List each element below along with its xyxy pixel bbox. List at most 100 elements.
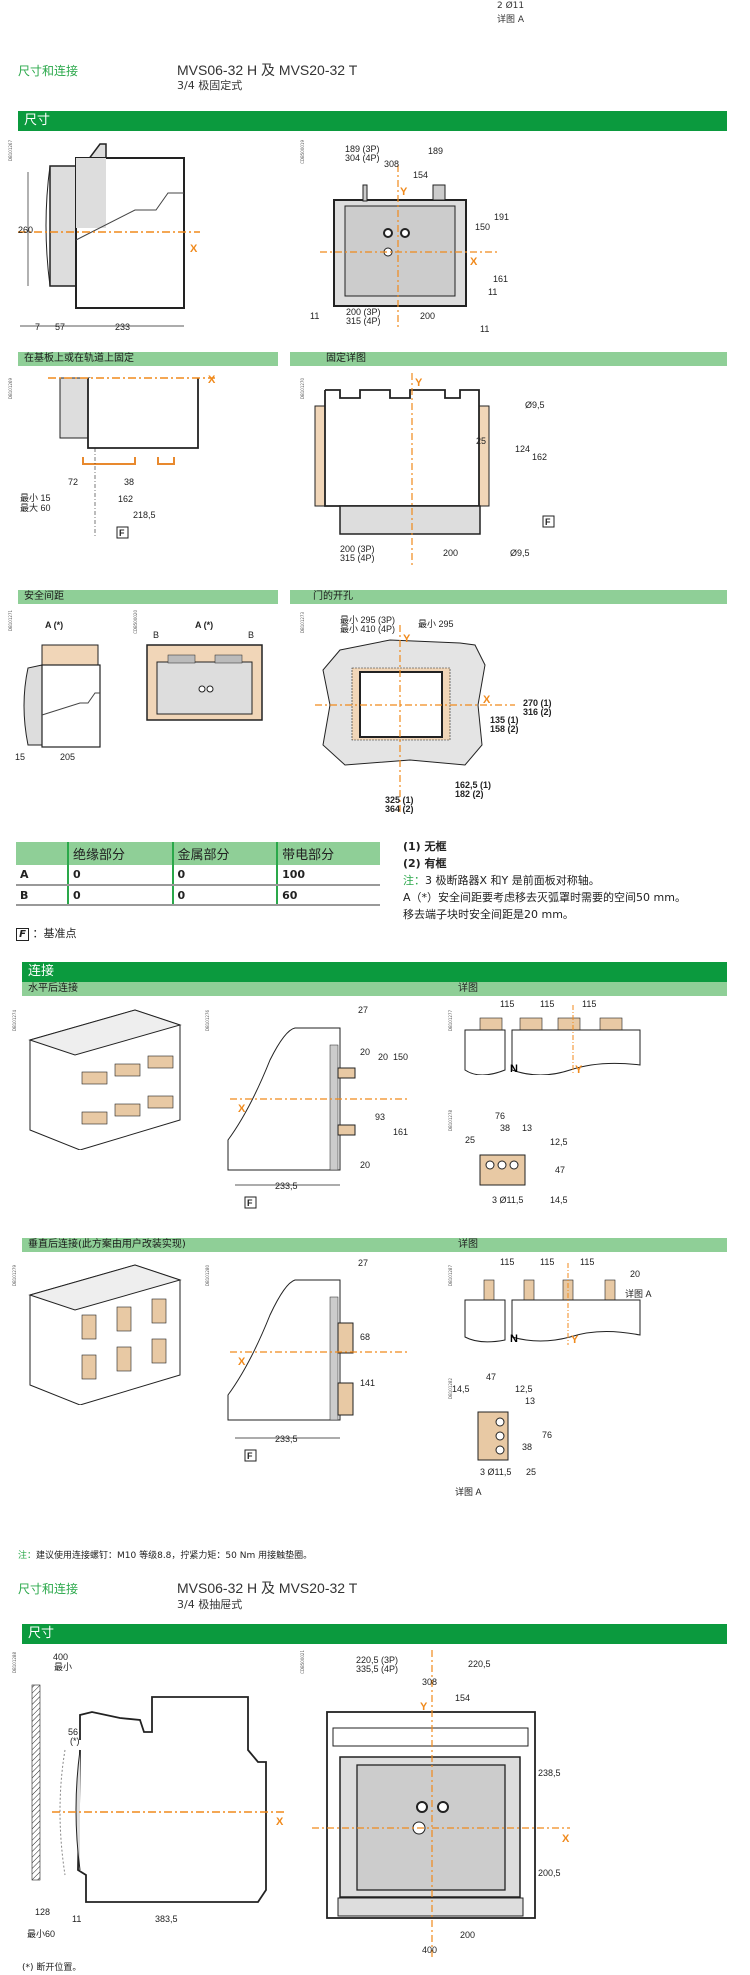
table-row: B 0 0 60 xyxy=(16,885,380,906)
figure-horizontal-top: 115 115 115 N Y xyxy=(464,1000,641,1075)
drawing-stroke xyxy=(114,1063,141,1077)
dim-label: 25 xyxy=(476,436,486,446)
callout-detail-a: 详图 A xyxy=(625,1288,652,1299)
figure-mounting: X 72 38 最小 15 最大 60 162 218,5 F xyxy=(20,374,216,539)
dim-label: B xyxy=(153,630,159,640)
drawing-stroke xyxy=(495,1417,505,1427)
band-horizontal-connection: 水平后连接 xyxy=(22,982,727,996)
dim-label: 233 xyxy=(115,322,130,332)
note-3: 注：3 极断路器X 和Y 是前面板对称轴。 xyxy=(403,874,600,887)
drawing-stroke xyxy=(116,1346,132,1372)
drawing-stroke xyxy=(523,1279,535,1303)
band-dimensions: 尺寸 xyxy=(18,111,727,131)
dim-label: 20 xyxy=(360,1160,370,1170)
dim-label: 200 xyxy=(443,548,458,558)
footnote-disconnected: (*) 断开位置。 xyxy=(22,1963,82,1973)
band-horizontal-detail: 详图 xyxy=(458,983,478,994)
table-cell: B xyxy=(16,885,68,906)
dim-label: 154 xyxy=(455,1693,470,1703)
dim-label: 220,5 xyxy=(468,1659,491,1669)
figure-mounting-detail: Y Ø9,5 25 124 162 200 (3P) 315 (4P) 200 … xyxy=(314,373,555,568)
dim-label: 11 xyxy=(310,311,319,321)
axis-y-label: Y xyxy=(575,1064,583,1075)
table-row: A 0 0 100 xyxy=(16,865,380,886)
doc-id: DB101274 xyxy=(12,1010,17,1032)
note-4: A（*）安全间距要考虑移去灭弧罩时需要的空间50 mm。 xyxy=(403,891,686,904)
drawing-stroke xyxy=(147,1095,174,1109)
dim-label: Ø9,5 xyxy=(525,400,545,410)
drawing-stroke xyxy=(82,457,136,465)
drawing-stroke xyxy=(76,158,106,228)
dim-label: 218,5 xyxy=(133,510,156,520)
neutral-label: N xyxy=(510,1063,518,1075)
drawing-stroke xyxy=(227,1027,341,1171)
drawing-stroke xyxy=(337,1067,356,1079)
drawing-stroke xyxy=(75,192,184,241)
drawing-stroke xyxy=(344,205,456,297)
drawing-stroke xyxy=(478,405,490,507)
dim-label: A (*) xyxy=(45,620,63,630)
dim-label: A (*) xyxy=(195,620,213,630)
figure-horizontal-side: X 27 20 20 150 93 161 20 xyxy=(227,1005,410,1171)
dim-label: 115 xyxy=(540,1257,554,1267)
figure-vertical-top: 115 115 115 20 详图 A N Y xyxy=(464,1257,652,1345)
drawing-stroke xyxy=(483,1279,495,1303)
dim-label: 115 xyxy=(500,1257,514,1267)
axis-y-label: Y xyxy=(400,186,408,198)
dim-label: 11 xyxy=(480,324,489,334)
table-cell: A xyxy=(16,865,68,886)
dim-label: 115 xyxy=(540,1000,554,1009)
band-vertical-connection: 垂直后连接(此方案由用户改装实现) xyxy=(22,1238,727,1252)
doc-id: DB101279 xyxy=(12,1265,17,1287)
dim-label: 200 (3P) xyxy=(340,544,375,554)
dim-label: 47 xyxy=(555,1165,565,1175)
dim-label: 205 xyxy=(60,752,75,762)
dim-label: 7 xyxy=(35,322,40,332)
dim-label: 20 xyxy=(630,1269,640,1279)
dim-label: 233,5 xyxy=(275,1434,298,1444)
drawing-stroke xyxy=(28,1264,182,1311)
dim-label: 182 (2) xyxy=(455,789,484,799)
figure-clearance-side: A (*) 15 205 xyxy=(15,620,101,762)
axis-y-label: Y xyxy=(420,1701,428,1713)
drawing-stroke xyxy=(81,1354,97,1380)
dim-label: 27 xyxy=(358,1258,368,1268)
drawing-stroke xyxy=(75,1749,81,1871)
dim-label: 20 xyxy=(360,1047,370,1057)
top-detail-label: 详图 A xyxy=(497,15,525,25)
dim-label: 200 xyxy=(460,1930,475,1940)
band-connection: 连接 xyxy=(22,962,727,982)
dim-label: 308 xyxy=(384,159,399,169)
dim-label: 3 Ø11,5 xyxy=(492,1195,523,1205)
axis-x-label: X xyxy=(190,243,198,255)
dim-label: (*) xyxy=(70,1736,80,1746)
drawing-stroke xyxy=(31,1684,41,1881)
drawing-stroke xyxy=(339,505,481,535)
axis-x-label: X xyxy=(238,1103,246,1115)
dim-label: 47 xyxy=(486,1372,496,1382)
dim-label: 38 xyxy=(522,1442,532,1452)
dim-label: 154 xyxy=(413,170,428,180)
table-header xyxy=(16,842,68,865)
drawing-stroke xyxy=(45,165,51,287)
figure-door-cutout: Y X 最小 295 (3P) 最小 410 (4P) 最小 295 270 (… xyxy=(315,615,552,815)
dim-label: 13 xyxy=(525,1396,535,1406)
dim-label: 11 xyxy=(488,287,497,297)
dim-label: 238,5 xyxy=(538,1768,561,1778)
drawing-stroke xyxy=(116,1306,132,1332)
drawing-stroke xyxy=(41,692,100,716)
dim-label: 364 (2) xyxy=(385,804,414,814)
figure-horizontal-side-dims: 233,5 F xyxy=(235,1181,340,1209)
band-mounting-detail: 固定详图 xyxy=(290,352,727,366)
drawing-stroke xyxy=(495,1445,505,1455)
drawing-stroke xyxy=(337,1382,354,1416)
drawing-stroke xyxy=(511,1299,641,1342)
figure-vertical-bar: 47 14,5 12,5 13 76 38 3 Ø11,5 25 详图 A xyxy=(452,1372,552,1497)
drawing-stroke xyxy=(116,526,129,539)
dim-label: 最小 295 (3P) xyxy=(340,615,395,625)
drawing-stroke xyxy=(114,1103,141,1117)
dim-label: 57 xyxy=(55,322,65,332)
figure-drawout-side: X 400 最小 56 (*) 128 最小60 11 383,5 xyxy=(27,1652,285,1939)
dim-label: 最小 295 xyxy=(418,619,454,629)
table-cell: 0 xyxy=(171,865,278,886)
